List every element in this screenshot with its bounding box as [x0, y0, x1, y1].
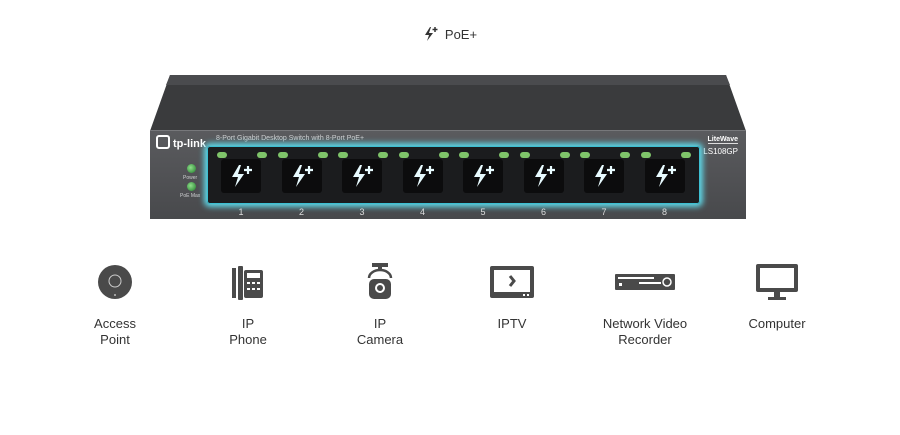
- link-led: [277, 152, 288, 158]
- poe-led: [257, 152, 267, 158]
- poe-led: [378, 152, 388, 158]
- poe-label: PoE+: [444, 27, 478, 42]
- ports-panel: [207, 146, 700, 204]
- poe-led: [499, 152, 509, 158]
- ethernet-port-6[interactable]: [516, 152, 572, 198]
- ethernet-port-5[interactable]: [455, 152, 511, 198]
- poe-max-led: [187, 182, 196, 191]
- poe-plus-heading: PoE+: [0, 26, 900, 42]
- port-number: 2: [298, 207, 304, 217]
- link-led: [338, 152, 348, 158]
- lightning-plus-icon: [413, 165, 434, 187]
- lightning-plus-icon: [232, 165, 252, 187]
- link-led: [580, 152, 590, 158]
- poe-led: [438, 152, 449, 158]
- nvr-icon: [585, 262, 705, 302]
- port-number: 8: [661, 207, 667, 217]
- port-number: 3: [359, 207, 365, 217]
- device-computer: Computer: [717, 262, 837, 332]
- brand-logo: tp-link: [156, 135, 206, 150]
- device-label-line2: Phone: [229, 332, 267, 347]
- access-point-icon: [55, 262, 175, 302]
- ethernet-port-7[interactable]: [576, 152, 632, 198]
- port-number: 7: [601, 207, 607, 217]
- device-label-line2: Point: [100, 332, 130, 347]
- device-tv: IPTV: [452, 262, 572, 332]
- switch-description: 8-Port Gigabit Desktop Switch with 8-Por…: [216, 135, 365, 142]
- poe-led: [317, 152, 328, 158]
- device-label: Computer: [748, 316, 806, 331]
- lightning-plus-icon: [424, 27, 438, 41]
- lightning-plus-icon: [534, 165, 555, 187]
- link-led: [640, 152, 651, 158]
- series-logo: LiteWave: [707, 136, 738, 144]
- device-label: IP: [241, 316, 255, 331]
- port-number: 5: [480, 207, 486, 217]
- link-led: [398, 152, 409, 158]
- switch-front-panel: tp-link 8-Port Gigabit Desktop Switch wi…: [150, 130, 746, 219]
- ip-phone-icon: [188, 262, 308, 302]
- ip-camera-icon: [320, 262, 440, 302]
- tv-icon: [452, 262, 572, 302]
- device-label: Access: [94, 316, 136, 331]
- ethernet-port-1[interactable]: [213, 152, 269, 198]
- poe-led: [620, 152, 630, 158]
- link-led: [217, 152, 227, 158]
- ethernet-port-3[interactable]: [334, 152, 390, 198]
- link-led: [519, 152, 530, 158]
- port-number: 1: [238, 207, 244, 217]
- port-number: 4: [419, 207, 425, 217]
- device-label: Network Video: [602, 316, 688, 331]
- link-led: [459, 152, 469, 158]
- device-label: IP: [373, 316, 387, 331]
- poe-led: [680, 152, 691, 158]
- ethernet-port-4[interactable]: [395, 152, 451, 198]
- ethernet-port-8[interactable]: [637, 152, 693, 198]
- ethernet-port-2[interactable]: [274, 152, 330, 198]
- device-label-line2: Camera: [356, 332, 404, 347]
- power-led: [187, 164, 196, 173]
- lightning-plus-icon: [292, 165, 313, 187]
- lightning-plus-icon: [353, 165, 373, 187]
- poe-led: [559, 152, 570, 158]
- poe-max-led-label: PoE Max: [180, 193, 201, 199]
- port-number: 6: [540, 207, 546, 217]
- model-number: LS108GP: [703, 147, 738, 156]
- switch-top-panel: [150, 75, 746, 131]
- lightning-plus-icon: [474, 165, 494, 187]
- lightning-plus-icon: [655, 165, 676, 187]
- computer-icon: [717, 262, 837, 302]
- device-label-line2: Recorder: [618, 332, 672, 347]
- lightning-plus-icon: [595, 165, 615, 187]
- power-led-label: Power: [183, 175, 198, 181]
- device-label: IPTV: [497, 316, 527, 331]
